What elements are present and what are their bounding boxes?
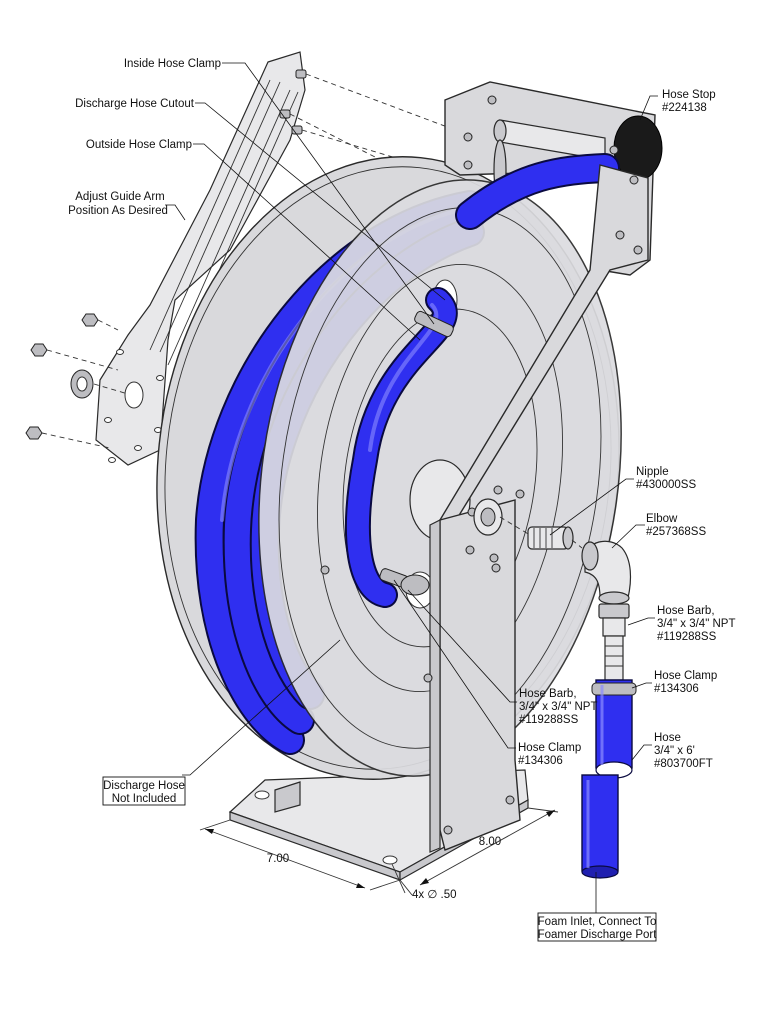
label-right-hose-barb-3: #119288SS: [657, 631, 717, 643]
label-hose-stop-1: Hose Stop: [662, 89, 716, 101]
label-foam-inlet-1: Foam Inlet, Connect To: [538, 916, 657, 928]
label-hose-stop-2: #224138: [662, 102, 707, 114]
label-discharge-hose-cutout: Discharge Hose Cutout: [75, 98, 195, 110]
label-center-hose-barb-1: Hose Barb,: [519, 688, 577, 700]
label-center-hose-barb-2: 3/4" x 3/4" NPT: [519, 701, 597, 713]
label-discharge-hose-1: Discharge Hose: [103, 780, 185, 792]
callout-labels: Inside Hose Clamp Discharge Hose Cutout …: [68, 58, 735, 942]
hex-nut: [81, 313, 99, 327]
hex-nut: [30, 343, 48, 357]
label-center-hose-clamp-1: Hose Clamp: [518, 742, 581, 754]
label-right-hose-barb-2: 3/4" x 3/4" NPT: [657, 618, 735, 630]
label-right-hose-clamp-1: Hose Clamp: [654, 670, 717, 682]
elbow: [581, 540, 632, 605]
frame: [320, 81, 663, 853]
label-nipple-1: Nipple: [636, 466, 669, 478]
inlet-hose: [581, 679, 637, 879]
label-foam-inlet-2: Foamer Discharge Port: [538, 929, 658, 941]
label-right-hose-clamp-2: #134306: [654, 683, 699, 695]
label-nipple-2: #430000SS: [636, 479, 696, 491]
arm-bolt: [295, 69, 307, 79]
hex-nut: [25, 426, 43, 440]
discharge-hose-loop: [344, 287, 458, 608]
foam-inlet-box: [537, 912, 657, 942]
dim-depth: 8.00: [479, 836, 501, 848]
label-discharge-hose-2: Not Included: [112, 793, 177, 805]
label-inside-hose-clamp: Inside Hose Clamp: [124, 58, 221, 70]
discharge-hose-box: [102, 776, 186, 806]
right-hose-clamp: [591, 682, 637, 696]
label-elbow-2: #257368SS: [646, 526, 706, 538]
label-hose-3: #803700FT: [654, 758, 713, 770]
inlet-plumbing: [499, 516, 637, 879]
dimensions: [199, 807, 559, 896]
dim-mount-holes: 4x ∅ .50: [412, 889, 457, 901]
label-hose-1: Hose: [654, 732, 681, 744]
label-center-hose-barb-3: #119288SS: [519, 714, 579, 726]
center-hose-barb: [400, 574, 430, 596]
label-elbow-1: Elbow: [646, 513, 678, 525]
right-hose-barb: [598, 603, 630, 681]
label-outside-hose-clamp: Outside Hose Clamp: [86, 139, 192, 151]
guide-arm: [95, 51, 307, 466]
label-adjust-guide-arm-2: Position As Desired: [68, 205, 168, 217]
nipple: [527, 526, 574, 550]
label-center-hose-clamp-2: #134306: [518, 755, 563, 767]
label-hose-2: 3/4" x 6': [654, 745, 695, 757]
label-right-hose-barb-1: Hose Barb,: [657, 605, 715, 617]
leader-lines: [165, 62, 658, 913]
dim-width: 7.00: [267, 853, 289, 865]
label-adjust-guide-arm-1: Adjust Guide Arm: [75, 191, 164, 203]
